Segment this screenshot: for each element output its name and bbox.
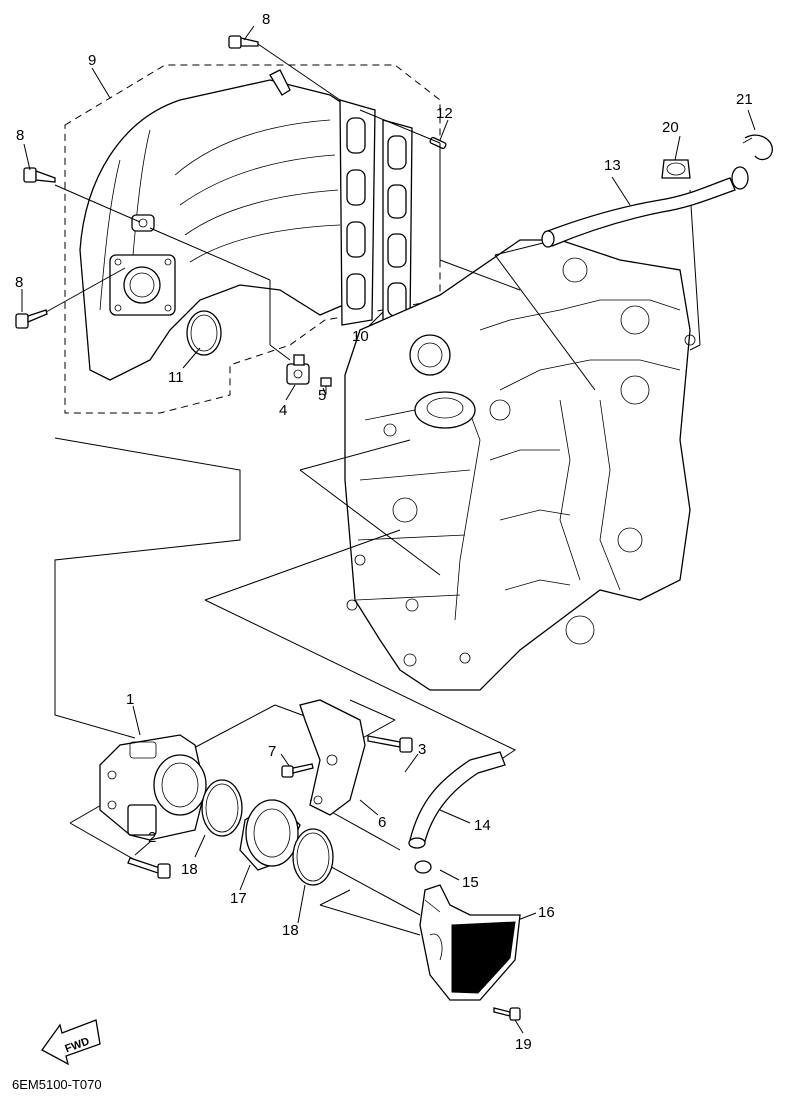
o-ring-15 [414,860,432,874]
engine-block [344,239,696,691]
callout-17: 17 [230,890,247,907]
diagram-code: 6EM5100-T070 [12,1077,102,1092]
hose-clip-20 [661,159,691,179]
bracket-6 [299,699,366,816]
callout-21: 21 [736,91,753,108]
callout-8-top: 8 [262,11,270,28]
breather-hose [541,166,749,248]
callout-15: 15 [462,874,479,891]
bolt-left-upper [23,167,56,183]
callout-18-lower: 18 [282,922,299,939]
pin [429,136,447,150]
callout-4: 4 [279,402,287,419]
fwd-arrow-icon: FWD [41,1019,101,1066]
sensor [286,354,310,385]
screw-5 [320,377,332,394]
manifold-flange [339,99,376,326]
leader-lines [21,25,756,1034]
callout-10: 10 [352,328,369,345]
callout-8-left-lower: 8 [15,274,23,291]
o-ring-18-upper [201,779,243,837]
callout-8-left-upper: 8 [16,127,24,144]
callouts: 8 9 8 8 12 10 11 4 5 13 20 21 1 2 3 7 6 … [15,11,753,1053]
o-ring-11 [186,310,222,356]
bolt-top [228,35,259,49]
callout-3: 3 [418,741,426,758]
bolt-left-lower [15,309,48,329]
callout-5: 5 [318,387,326,404]
throttle-body [99,734,207,841]
bolt-3 [367,735,413,753]
callout-6: 6 [378,814,386,831]
callout-14: 14 [474,817,491,834]
screw-19 [493,1007,521,1021]
callout-13: 13 [604,157,621,174]
callout-19: 19 [515,1036,532,1053]
lower-hose [408,751,506,849]
bolt-7 [281,763,314,778]
oil-separator [419,884,521,1001]
callout-9: 9 [88,52,96,69]
callout-7: 7 [268,743,276,760]
callout-18-upper: 18 [181,861,198,878]
intake-manifold [79,69,371,381]
bolt-2 [127,857,171,879]
callout-12: 12 [436,105,453,122]
intake-joint [239,799,301,871]
hose-clip-21 [742,134,773,161]
callout-2: 2 [148,829,156,846]
intake-gasket [382,119,413,331]
callout-20: 20 [662,119,679,136]
callout-11: 11 [168,369,184,386]
callout-16: 16 [538,904,555,921]
callout-1: 1 [126,691,134,708]
o-ring-18-lower [292,828,334,886]
